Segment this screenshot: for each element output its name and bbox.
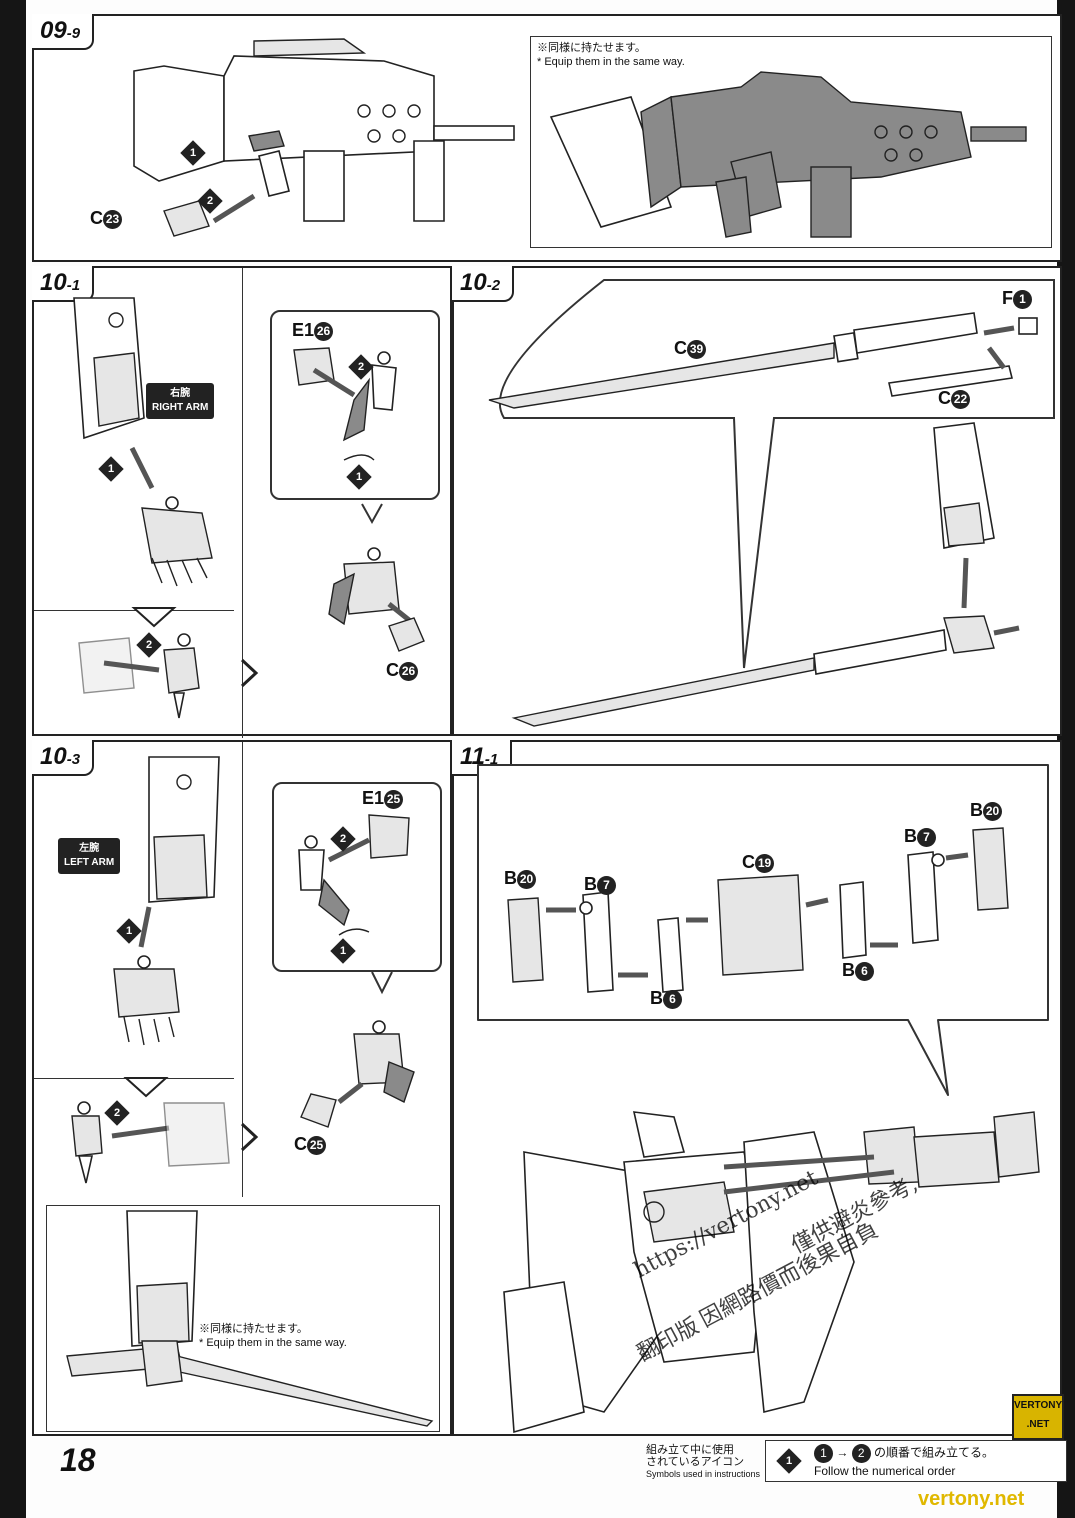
handle-insert-illustration (298, 814, 410, 936)
equip-note-box: ※同様に持たせます。 * Equip them in the same way. (530, 36, 1052, 248)
next-arrow (240, 658, 259, 688)
rifle-illustration (133, 38, 515, 237)
right-arm-illustration (73, 297, 145, 440)
sword-assembly-callout (488, 279, 1055, 727)
part-c25-illustration (300, 1093, 337, 1128)
step-number: 10-3 (32, 740, 95, 776)
sword-held-illustration (66, 1210, 434, 1427)
step-marker-1: 1 (346, 464, 372, 490)
left-arm-illustration (148, 756, 220, 903)
vertony-footer-mark: vertony.net (918, 1488, 1025, 1510)
hand-swap-illustration (71, 1077, 230, 1184)
vertical-divider (242, 268, 243, 738)
step-marker-2: 2 (136, 632, 162, 658)
step-number: 09-9 (32, 14, 95, 50)
equip-note: ※同様に持たせます。 * Equip them in the same way. (199, 1323, 347, 1349)
rifle-held-illustration (549, 71, 1027, 238)
hand-with-grip-illustration (337, 971, 415, 1104)
next-arrow (240, 1122, 259, 1152)
part-c26-illustration (388, 617, 425, 652)
left-margin-bar (0, 0, 26, 1518)
step-marker-2: 2 (104, 1100, 130, 1126)
equip-note-box: ※同様に持たせます。 * Equip them in the same way. (46, 1205, 440, 1432)
legend-box: 1 1 → 2 の順番で組み立てる。 Follow the numerical … (765, 1440, 1067, 1482)
step-number: 10-1 (32, 266, 95, 302)
equip-note: ※同様に持たせます。 * Equip them in the same way. (537, 42, 685, 68)
vertony-logo: VERTONY.NET (1012, 1394, 1064, 1440)
vertical-divider (242, 742, 243, 1197)
mobile-suit-back-illustration (503, 1111, 1040, 1434)
legend-text: 1 → 2 の順番で組み立てる。 Follow the numerical or… (814, 1444, 995, 1478)
backpack-callout (477, 764, 1049, 1096)
step-number: 10-2 (452, 266, 515, 302)
page-number: 18 (60, 1442, 96, 1478)
hand-illustration (129, 446, 213, 587)
step-marker-2: 2 (197, 188, 223, 214)
sub-divider (34, 610, 234, 611)
step-marker-1: 1 (330, 938, 356, 964)
hand-swap-illustration (78, 607, 200, 719)
handle-insert-illustration (293, 347, 397, 461)
hand-with-grip-illustration (328, 503, 416, 626)
step-marker-1: 1 (116, 918, 142, 944)
legend-step-icon: 1 (776, 1448, 802, 1474)
step-marker-2: 2 (348, 354, 374, 380)
step-marker-1: 1 (98, 456, 124, 482)
step-marker-1: 1 (180, 140, 206, 166)
legend-caption: 組み立て中に使用 されているアイコン Symbols used in instr… (646, 1444, 761, 1479)
step-marker-2: 2 (330, 826, 356, 852)
hand-illustration (113, 906, 180, 1046)
